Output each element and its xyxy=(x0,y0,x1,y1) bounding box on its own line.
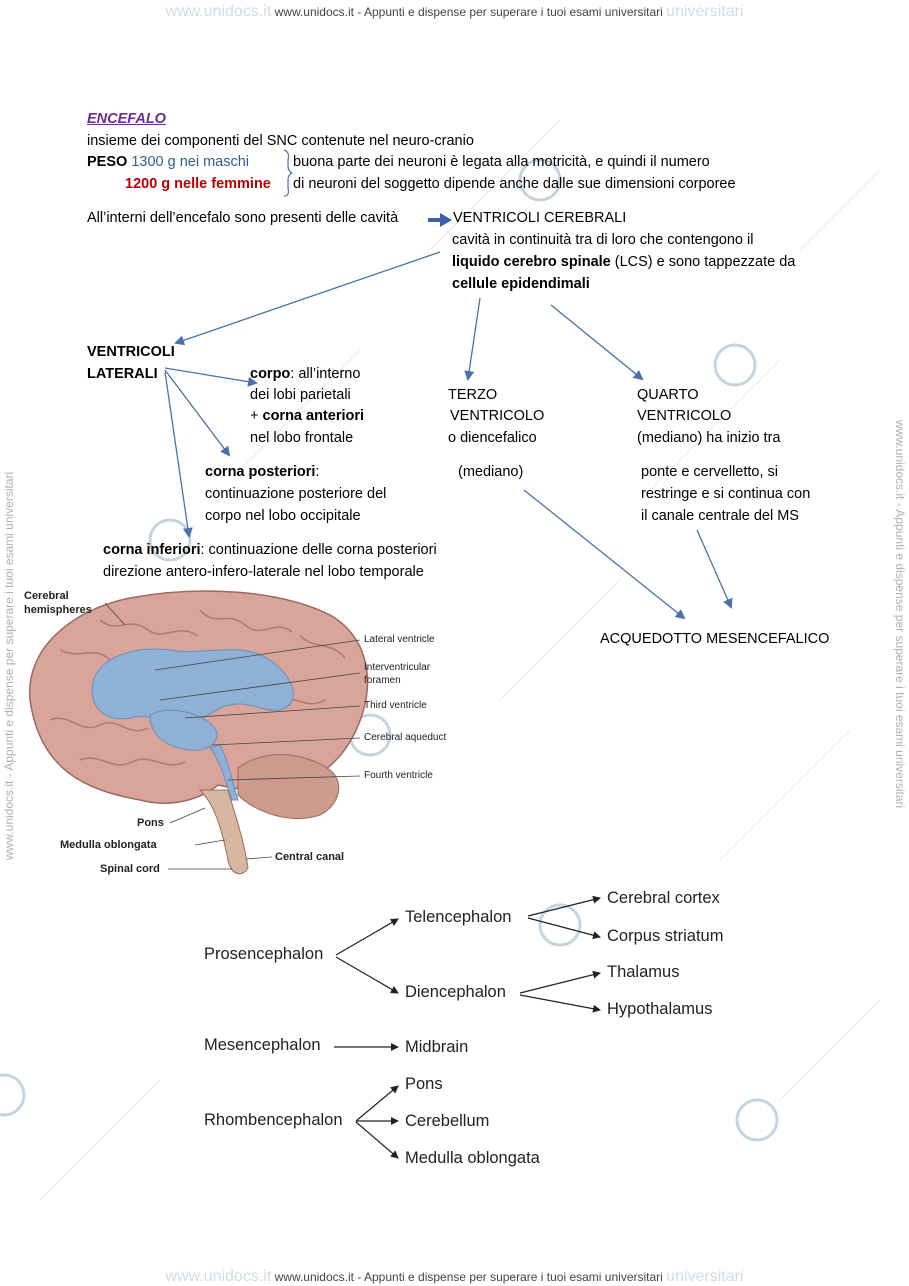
inferiori-rest: : continuazione delle corna posteriori xyxy=(200,542,437,558)
watermark-top: www.unidocs.it www.unidocs.it - Appunti … xyxy=(0,3,909,21)
inferiori-line-2: direzione antero-infero-laterale nel lob… xyxy=(103,564,424,580)
label-fourth-ventricle: Fourth ventricle xyxy=(364,770,433,781)
watermark-bottom-text: www.unidocs.it - Appunti e dispense per … xyxy=(274,1270,663,1284)
terzo-1: TERZO xyxy=(448,387,498,403)
peso-label: PESO xyxy=(87,154,128,170)
label-lateral-ventricle: Lateral ventricle xyxy=(364,634,435,645)
corpo-line-2: dei lobi parietali xyxy=(250,387,351,403)
quarto-1: QUARTO xyxy=(637,387,699,403)
label-interventricular-1: Interventricular xyxy=(364,662,431,673)
peso-note-1: buona parte dei neuroni è legata alla mo… xyxy=(293,154,710,170)
watermark-top-text: www.unidocs.it - Appunti e dispense per … xyxy=(274,5,663,19)
definition-text: insieme dei componenti del SNC contenute… xyxy=(87,133,474,149)
peso-line: PESO 1300 g nei maschi xyxy=(87,151,249,173)
peso-female: 1200 g nelle femmine xyxy=(125,176,271,192)
ventricoli-desc-3: cellule epidendimali xyxy=(452,276,590,292)
corpo-term: corpo xyxy=(250,366,291,382)
watermark-faint-right: universitari xyxy=(666,1268,744,1285)
acquedotto-label: ACQUEDOTTO MESENCEFALICO xyxy=(600,631,830,647)
label-medulla: Medulla oblongata xyxy=(60,839,157,851)
tree-medulla: Medulla oblongata xyxy=(405,1149,540,1167)
lcs-rest: (LCS) e sono tappezzate da xyxy=(610,254,796,270)
tree-hypothalamus: Hypothalamus xyxy=(607,1000,713,1018)
label-third-ventricle: Third ventricle xyxy=(364,700,427,711)
terzo-4: (mediano) xyxy=(458,464,524,480)
corpo-line-3: + corna anteriori xyxy=(250,405,364,427)
quarto-6: il canale centrale del MS xyxy=(641,508,799,524)
corpo-plus: + xyxy=(250,408,263,424)
tree-corpus-striatum: Corpus striatum xyxy=(607,927,724,945)
quarto-2: VENTRICOLO xyxy=(637,408,732,424)
lcs-term: liquido cerebro spinale xyxy=(452,254,611,270)
label-cerebral-aqueduct: Cerebral aqueduct xyxy=(364,732,447,743)
lateral-title-2: LATERALI xyxy=(87,366,158,382)
corna-inferiori: corna inferiori xyxy=(103,542,201,558)
corpo-rest: : all’interno xyxy=(290,366,361,382)
posteriori-line-3: corpo nel lobo occipitale xyxy=(205,508,361,524)
label-cerebral-1: Cerebral xyxy=(24,590,69,602)
label-spinal-cord: Spinal cord xyxy=(100,863,160,875)
watermark-faint-right: universitari xyxy=(666,3,744,20)
tree-diencephalon: Diencephalon xyxy=(405,983,506,1001)
tree-midbrain: Midbrain xyxy=(405,1038,469,1056)
tree-telencephalon: Telencephalon xyxy=(405,908,512,926)
peso-male: 1300 g nei maschi xyxy=(131,154,250,170)
tree-mesencephalon: Mesencephalon xyxy=(204,1036,321,1054)
tree-cerebral-cortex: Cerebral cortex xyxy=(607,889,720,907)
terzo-2: VENTRICOLO xyxy=(450,408,545,424)
posteriori-colon: : xyxy=(315,464,320,480)
label-cerebral-2: hemispheres xyxy=(24,604,92,616)
posteriori-line-2: continuazione posteriore del xyxy=(205,486,387,502)
tree-rhombencephalon: Rhombencephalon xyxy=(204,1111,343,1129)
tree-thalamus: Thalamus xyxy=(607,963,680,981)
corpo-line-1: corpo: all’interno xyxy=(250,363,360,385)
tree-cerebellum: Cerebellum xyxy=(405,1112,490,1130)
inferiori-line-1: corna inferiori: continuazione delle cor… xyxy=(103,539,437,561)
cavities-text: All’interni dell’encefalo sono presenti … xyxy=(87,210,399,226)
ventricoli-title: VENTRICOLI CEREBRALI xyxy=(453,210,627,226)
peso-note-2: di neuroni del soggetto dipende anche da… xyxy=(293,176,736,192)
tree-pons: Pons xyxy=(405,1075,443,1093)
terzo-3: o diencefalico xyxy=(448,430,537,446)
quarto-4: ponte e cervelletto, si xyxy=(641,464,779,480)
tree-prosencephalon: Prosencephalon xyxy=(204,945,324,963)
label-pons: Pons xyxy=(137,817,164,829)
ventricoli-desc-2: liquido cerebro spinale (LCS) e sono tap… xyxy=(452,251,795,273)
posteriori-line-1: corna posteriori: xyxy=(205,461,319,483)
watermark-faint-left: www.unidocs.it xyxy=(165,1268,272,1285)
page-title: ENCEFALO xyxy=(87,111,166,127)
label-central-canal: Central canal xyxy=(275,851,345,863)
watermark-bottom: www.unidocs.it www.unidocs.it - Appunti … xyxy=(0,1268,909,1286)
corna-posteriori: corna posteriori xyxy=(205,464,316,480)
quarto-3: (mediano) ha inizio tra xyxy=(637,430,781,446)
quarto-5: restringe e si continua con xyxy=(641,486,811,502)
label-interventricular-2: foramen xyxy=(364,675,401,686)
corna-anteriori: corna anteriori xyxy=(262,408,365,424)
ventricoli-desc-1: cavità in continuità tra di loro che con… xyxy=(452,232,754,248)
lateral-title-1: VENTRICOLI xyxy=(87,344,175,360)
corpo-line-4: nel lobo frontale xyxy=(250,430,354,446)
watermark-faint-left: www.unidocs.it xyxy=(165,3,272,20)
